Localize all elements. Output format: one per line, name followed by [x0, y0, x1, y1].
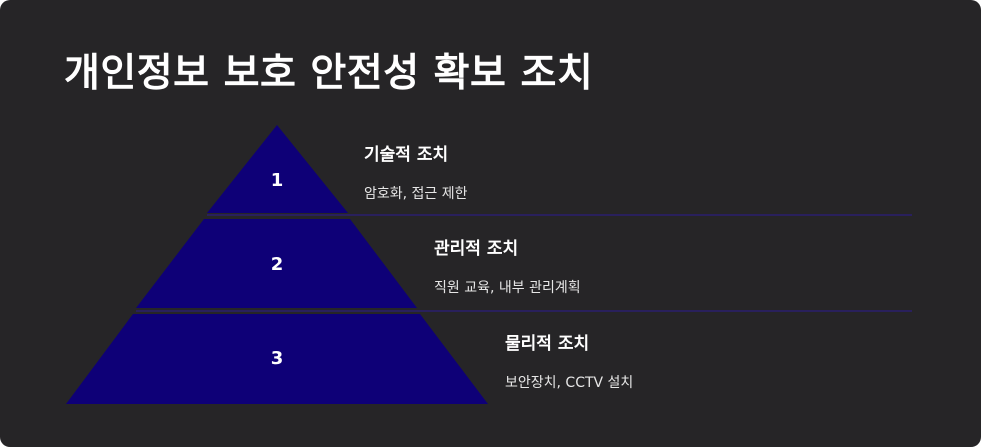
level-number-3: 3: [271, 348, 284, 369]
level-number-2: 2: [271, 254, 284, 275]
pyramid-tier-2: [136, 219, 417, 308]
level-3-heading: 물리적 조치: [505, 334, 590, 354]
level-1-info: 기술적 조치 암호화, 접근 제한: [364, 140, 468, 203]
level-3-description: 보안장치, CCTV 설치: [505, 375, 634, 391]
level-2-heading: 관리적 조치: [434, 239, 519, 259]
level-2-info: 관리적 조치 직원 교육, 내부 관리계획: [434, 234, 581, 297]
level-3-info: 물리적 조치 보안장치, CCTV 설치: [505, 329, 633, 392]
pyramid-tier-1: [207, 125, 348, 213]
level-number-1: 1: [271, 170, 284, 191]
pyramid-tier-3: [66, 314, 488, 404]
level-1-heading: 기술적 조치: [364, 145, 449, 165]
diagram-title: 개인정보 보호 안전성 확보 조치: [64, 51, 594, 96]
level-2-description: 직원 교육, 내부 관리계획: [434, 280, 581, 296]
level-1-description: 암호화, 접근 제한: [364, 186, 468, 202]
